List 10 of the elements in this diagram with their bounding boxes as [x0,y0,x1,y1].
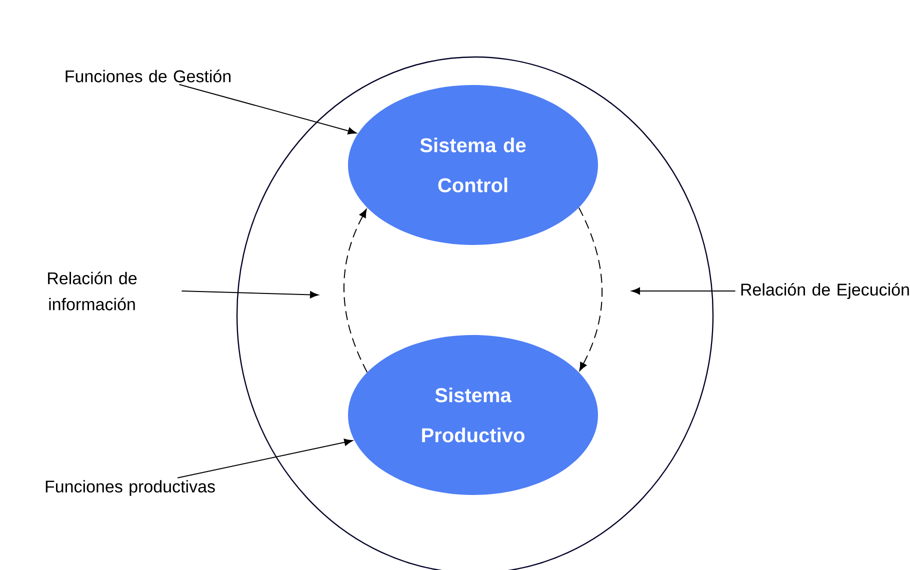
arrow [178,84,357,134]
label-text: Funciones productivas [46,480,215,496]
arrow [181,290,319,298]
arrow [578,207,603,371]
label-text: Relación de información [48,272,137,310]
arrow [343,209,368,373]
label-text: Relación de Ejecución [741,282,909,300]
arrow [177,438,353,478]
label-text: Funciones de Gestión [66,70,230,82]
arrow [631,287,736,295]
